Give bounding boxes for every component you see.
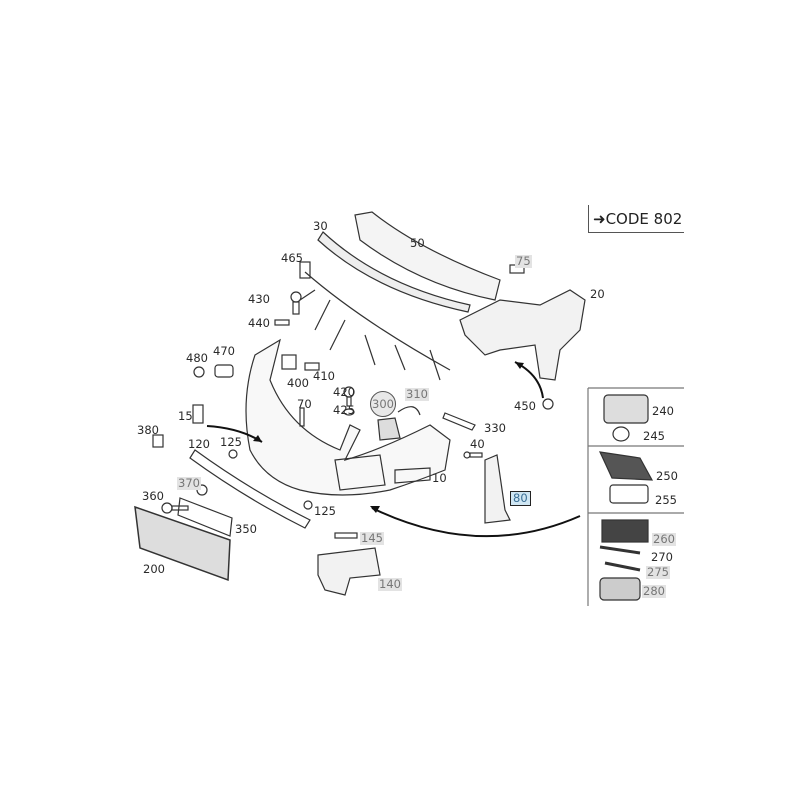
panel-frame <box>587 387 684 606</box>
part-label-255[interactable]: 255 <box>655 493 677 507</box>
part-140-shape <box>317 547 381 596</box>
bumper-cover-shape <box>245 338 451 496</box>
part-label-125-lower[interactable]: 125 <box>314 504 336 518</box>
part-label-80-selected[interactable]: 80 <box>510 491 531 506</box>
part-label-240[interactable]: 240 <box>652 404 674 418</box>
part-label-310[interactable]: 310 <box>405 387 429 401</box>
part-label-480[interactable]: 480 <box>186 351 208 365</box>
part-label-30[interactable]: 30 <box>313 219 328 233</box>
part-label-260[interactable]: 260 <box>652 532 676 546</box>
part-label-465[interactable]: 465 <box>281 251 303 265</box>
part-label-450[interactable]: 450 <box>514 399 536 413</box>
part-50-shape <box>354 211 501 301</box>
part-label-370[interactable]: 370 <box>177 476 201 490</box>
part-label-245[interactable]: 245 <box>643 429 665 443</box>
part-label-400[interactable]: 400 <box>287 376 309 390</box>
part-label-300[interactable]: 300 <box>370 391 396 417</box>
part-label-40[interactable]: 40 <box>470 437 485 451</box>
wiring-harness <box>299 271 451 381</box>
part-label-50[interactable]: 50 <box>410 236 425 250</box>
part-label-70[interactable]: 70 <box>297 397 312 411</box>
part-120-shape <box>189 449 311 529</box>
part-label-380[interactable]: 380 <box>137 423 159 437</box>
part-label-275[interactable]: 275 <box>646 565 670 579</box>
part-80-shape <box>484 454 511 524</box>
part-label-360[interactable]: 360 <box>142 489 164 503</box>
part-30-shape <box>317 231 471 313</box>
part-label-10[interactable]: 10 <box>432 471 447 485</box>
code-802-box[interactable]: ➜CODE 802 <box>588 205 684 233</box>
part-20-shape <box>459 289 586 381</box>
part-label-440[interactable]: 440 <box>248 316 270 330</box>
part-label-120[interactable]: 120 <box>188 437 210 451</box>
arrow-right-icon: ➜ <box>593 210 606 228</box>
part-label-200[interactable]: 200 <box>143 562 165 576</box>
part-label-430[interactable]: 430 <box>248 292 270 306</box>
code-label: CODE 802 <box>605 210 683 228</box>
part-label-270[interactable]: 270 <box>651 550 673 564</box>
part-label-350[interactable]: 350 <box>235 522 257 536</box>
part-label-75[interactable]: 75 <box>515 254 532 268</box>
part-label-410[interactable]: 410 <box>313 369 335 383</box>
part-label-280[interactable]: 280 <box>642 584 666 598</box>
part-label-140[interactable]: 140 <box>378 577 402 591</box>
part-label-330[interactable]: 330 <box>484 421 506 435</box>
part-label-15[interactable]: 15 <box>178 409 193 423</box>
part-label-250[interactable]: 250 <box>656 469 678 483</box>
part-label-145[interactable]: 145 <box>360 531 384 545</box>
part-label-470[interactable]: 470 <box>213 344 235 358</box>
part-label-425[interactable]: 425 <box>333 403 355 417</box>
part-label-20[interactable]: 20 <box>590 287 605 301</box>
part-label-420[interactable]: 420 <box>333 385 355 399</box>
arrow-80 <box>371 507 581 538</box>
grille-200-shape <box>134 505 231 582</box>
part-label-125-upper[interactable]: 125 <box>220 435 242 449</box>
plate-350-shape <box>177 497 233 537</box>
